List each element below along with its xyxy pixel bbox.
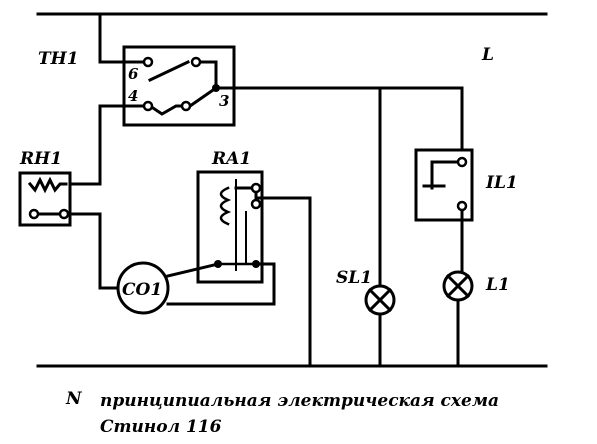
th1-terminal-6b xyxy=(190,56,202,68)
l1-label: L1 xyxy=(485,275,510,295)
wire-rh1-to-co1 xyxy=(68,212,120,290)
sl1-lamp-cross-b xyxy=(367,287,393,313)
co1-compressor xyxy=(116,261,170,315)
sl1-label: SL1 xyxy=(336,268,372,288)
th1-common-wire xyxy=(198,60,236,90)
wire-ra1-to-n xyxy=(290,196,312,368)
ra1-junction-right xyxy=(252,260,260,268)
ra1-terminal-mid xyxy=(250,198,262,210)
th1-thermostat-box xyxy=(122,45,236,127)
ra1-label: RA1 xyxy=(211,149,251,169)
rh1-terminal-b xyxy=(58,208,70,220)
rh1-label: RH1 xyxy=(19,149,62,169)
th1-terminal-4 xyxy=(142,100,154,112)
l-label: L xyxy=(481,45,494,65)
rh1-terminal-a xyxy=(28,208,40,220)
th1-terminal-6 xyxy=(142,56,154,68)
l1-lamp-cross-b xyxy=(445,273,471,299)
pin-4-label: 4 xyxy=(128,87,138,105)
il1-terminal-top xyxy=(456,156,468,168)
co1-label: CO1 xyxy=(122,280,162,300)
caption-line-1: принципиальная электрическая схема xyxy=(100,391,499,411)
rh1-heater-box xyxy=(18,171,72,227)
ra1-top-contact xyxy=(234,186,294,200)
th1-terminal-4b xyxy=(180,100,192,112)
th1-switch-arm xyxy=(148,60,190,82)
pin-3-label: 3 xyxy=(219,92,229,110)
th1-common-link xyxy=(187,85,219,109)
wire-l-to-th1 xyxy=(98,12,126,64)
ra1-junction-left xyxy=(214,260,222,268)
wire-co1-to-ra1 xyxy=(166,262,220,278)
ra1-relay-box xyxy=(196,170,264,284)
pin-6-label: 6 xyxy=(128,65,139,83)
il1-terminal-bottom xyxy=(456,200,468,212)
wire-co1-lower xyxy=(166,262,276,306)
il1-label: IL1 xyxy=(485,173,518,193)
caption-line-2: Стинол 116 xyxy=(100,417,222,437)
il1-door-switch-box xyxy=(414,148,474,222)
th1-junction-3 xyxy=(212,84,220,92)
ra1-terminal-top xyxy=(250,182,262,194)
rh1-heater-element xyxy=(27,176,68,194)
th1-label: TH1 xyxy=(38,49,79,69)
n-label: N xyxy=(65,389,83,409)
th1-lower-link xyxy=(147,103,188,116)
ra1-coil xyxy=(219,186,232,226)
wire-th1-to-rh1 xyxy=(68,104,126,186)
